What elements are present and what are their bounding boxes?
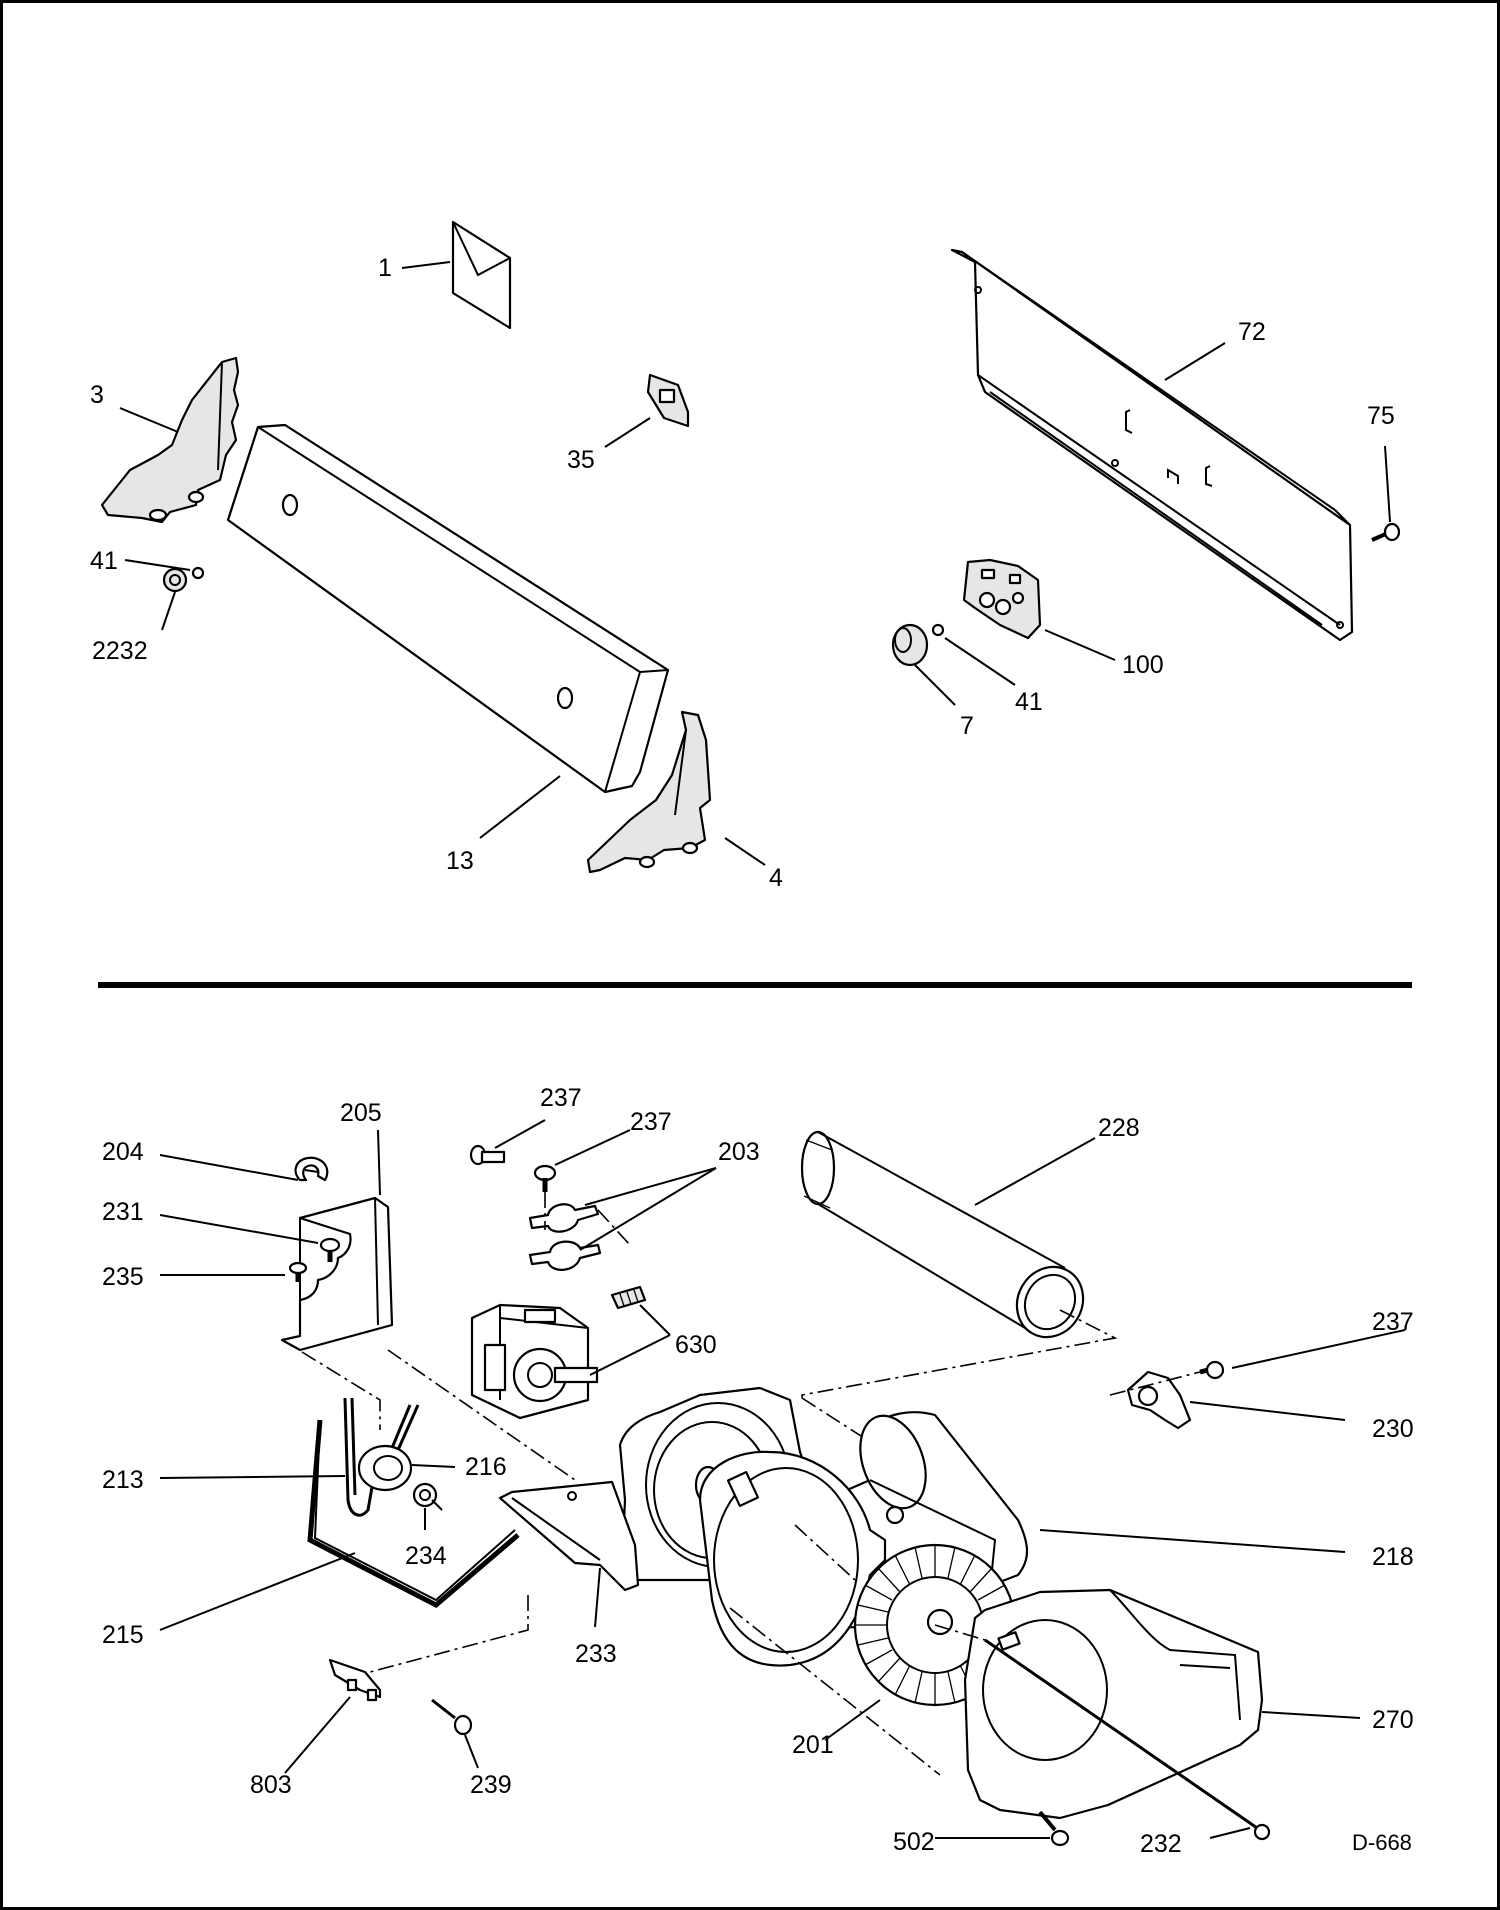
part-3-end-cap-left (100, 356, 240, 524)
label-75: 75 (1367, 402, 1395, 430)
part-4-end-cap-right (586, 710, 712, 874)
label-630: 630 (675, 1331, 717, 1359)
label-233: 233 (575, 1640, 617, 1668)
label-204: 204 (102, 1138, 144, 1166)
label-213: 213 (102, 1466, 144, 1494)
label-13: 13 (446, 847, 474, 875)
pulley-axle (431, 1499, 443, 1511)
label-203: 203 (718, 1138, 760, 1166)
label-270: 270 (1372, 1706, 1414, 1734)
label-41-right: 41 (1015, 688, 1043, 716)
part-75-screw (1371, 522, 1401, 542)
label-234: 234 (405, 1542, 447, 1570)
label-230: 230 (1372, 1415, 1414, 1443)
part-215-wire-bracket (307, 1419, 520, 1608)
label-3: 3 (90, 381, 104, 409)
part-502-screw (1038, 1810, 1070, 1847)
label-35: 35 (567, 446, 595, 474)
label-237-c: 237 (1372, 1308, 1414, 1336)
part-41-clip-right (931, 623, 945, 637)
part-2232-knob (162, 567, 188, 593)
assembly-line-228 (801, 1309, 1118, 1398)
part-1-envelope (451, 220, 512, 330)
part-100-timer (962, 558, 1042, 640)
label-228: 228 (1098, 1114, 1140, 1142)
part-232-long-screw (984, 1638, 1271, 1841)
part-35-switch (646, 373, 690, 428)
label-7: 7 (960, 712, 974, 740)
part-803-switch (328, 1658, 382, 1702)
leader-lines-top (119, 261, 1391, 866)
label-72: 72 (1238, 318, 1266, 346)
label-237-b: 237 (630, 1108, 672, 1136)
part-213-wire (343, 1397, 377, 1517)
label-2232: 2232 (92, 637, 148, 665)
part-239-screw (431, 1698, 473, 1736)
label-218: 218 (1372, 1543, 1414, 1571)
part-237-screw-a (469, 1144, 506, 1166)
part-231-screw (319, 1237, 341, 1262)
part-270-blower-cover (963, 1588, 1264, 1820)
part-labels: 1 3 35 72 75 41 2232 13 4 100 41 7 237 2… (90, 254, 1414, 1858)
label-216: 216 (465, 1453, 507, 1481)
label-231: 231 (102, 1198, 144, 1226)
label-205: 205 (340, 1099, 382, 1127)
part-216-idler-pulley (357, 1404, 420, 1492)
motor (470, 1303, 599, 1420)
label-201: 201 (792, 1731, 834, 1759)
assembly-line-203b (597, 1209, 631, 1246)
leader-lines-bottom (159, 1119, 1406, 1839)
assembly-line-230 (1109, 1371, 1201, 1396)
part-72-back-panel (950, 248, 1354, 642)
part-233-base-bracket (498, 1480, 640, 1592)
part-205-bracket (280, 1196, 394, 1352)
label-502: 502 (893, 1828, 935, 1856)
part-230-thermostat (1126, 1370, 1192, 1430)
label-237-a: 237 (540, 1084, 582, 1112)
part-203-clamp-upper (528, 1203, 600, 1233)
label-803: 803 (250, 1771, 292, 1799)
part-13-control-panel (226, 423, 670, 794)
part-7-timer-knob (891, 623, 929, 667)
label-235: 235 (102, 1263, 144, 1291)
label-239: 239 (470, 1771, 512, 1799)
diagram-code: D-668 (1352, 1830, 1412, 1855)
part-630-component (610, 1285, 647, 1310)
part-203-clamp-lower (528, 1240, 602, 1271)
assembly-line-232 (934, 1624, 986, 1641)
label-1: 1 (378, 254, 392, 282)
part-235-screw (288, 1261, 308, 1282)
part-237-screw-c (1199, 1360, 1225, 1380)
label-100: 100 (1122, 651, 1164, 679)
part-204-clip (294, 1156, 329, 1182)
label-41-left: 41 (90, 547, 118, 575)
part-228-duct (800, 1130, 1085, 1339)
label-4: 4 (769, 864, 783, 892)
part-41-clip-left (191, 566, 205, 580)
part-237-screw-b (533, 1164, 557, 1192)
label-215: 215 (102, 1621, 144, 1649)
part-234-pulley-nut (412, 1482, 438, 1508)
assembly-lines-lower (301, 1349, 941, 1776)
label-232: 232 (1140, 1830, 1182, 1858)
